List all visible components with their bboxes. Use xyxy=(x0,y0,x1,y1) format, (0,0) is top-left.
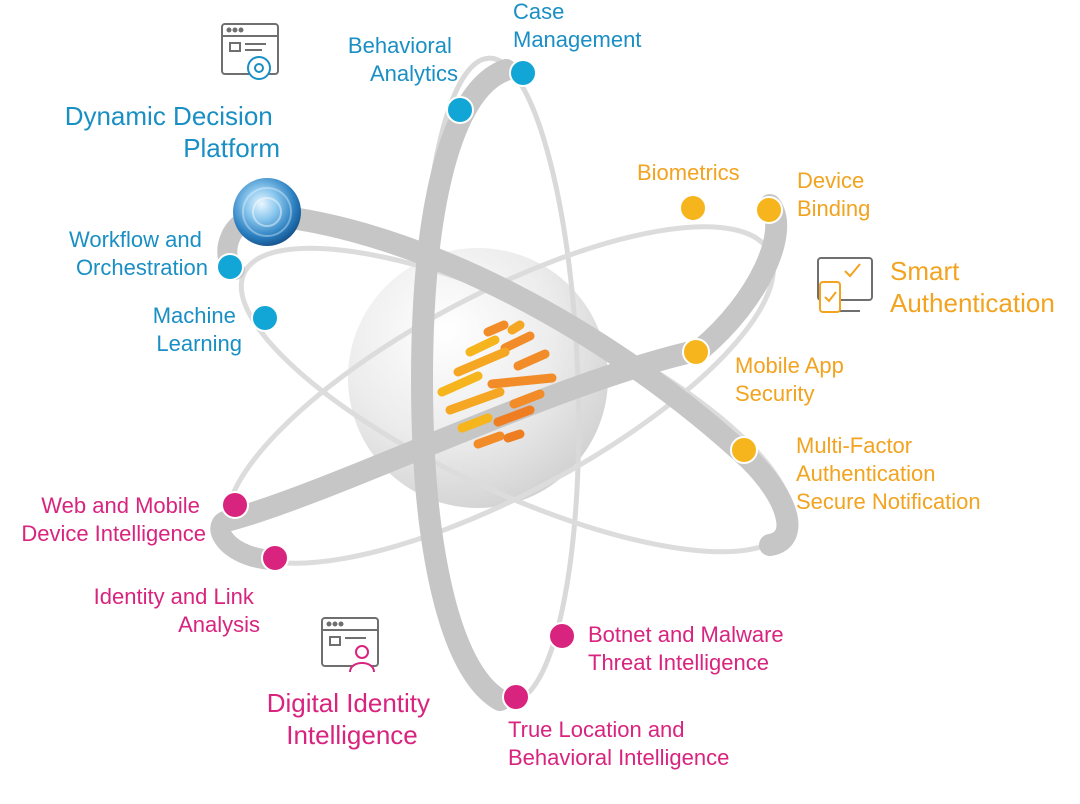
dot-biometrics[interactable] xyxy=(679,194,707,222)
label-case-management: Case Management xyxy=(513,0,641,52)
label-mfa: Multi-Factor Authentication Secure Notif… xyxy=(796,433,981,514)
label-true-location: True Location and Behavioral Intelligenc… xyxy=(508,717,729,770)
platform-ball-ring-inner xyxy=(252,197,282,227)
label-botnet: Botnet and Malware Threat Intelligence xyxy=(588,622,790,675)
label-device-binding: Device Binding xyxy=(797,168,870,221)
orbit-orange-left xyxy=(210,510,280,570)
browser-user-icon xyxy=(321,617,379,673)
smart-auth-title: Smart Authentication xyxy=(890,256,1055,318)
label-biometrics: Biometrics xyxy=(637,160,740,185)
dot-mfa[interactable] xyxy=(730,436,758,464)
orbit-orange-front xyxy=(219,194,788,531)
label-web-mobile: Web and Mobile Device Intelligence xyxy=(21,493,206,546)
label-identity-link: Identity and Link Analysis xyxy=(94,584,260,637)
dot-workflow[interactable] xyxy=(216,253,244,281)
label-mobile-app-security: Mobile App Security xyxy=(735,353,850,406)
orbit-blue-front xyxy=(257,204,799,556)
label-machine-learning: Machine Learning xyxy=(153,303,242,356)
label-workflow: Workflow and Orchestration xyxy=(69,227,208,280)
decision-platform-title: Dynamic Decision Platform xyxy=(65,101,280,163)
company-logo xyxy=(437,320,557,449)
browser-gear-icon xyxy=(221,23,279,80)
dot-identity-link[interactable] xyxy=(261,544,289,572)
dot-machine-learning[interactable] xyxy=(251,304,279,332)
dot-mobile-app-security[interactable] xyxy=(682,338,710,366)
platform-ball xyxy=(233,178,301,246)
dot-true-location[interactable] xyxy=(502,683,530,711)
label-behavioral-analytics: Behavioral Analytics xyxy=(348,33,458,86)
monitor-phone-check-icon xyxy=(817,257,873,313)
digital-identity-title: Digital Identity Intelligence xyxy=(267,688,438,750)
dot-botnet[interactable] xyxy=(548,622,576,650)
dot-case-management[interactable] xyxy=(509,59,537,87)
feature-dots xyxy=(216,59,783,711)
dot-behavioral-analytics[interactable] xyxy=(446,96,474,124)
dot-web-mobile[interactable] xyxy=(221,491,249,519)
dot-device-binding[interactable] xyxy=(755,196,783,224)
platform-ball-ring xyxy=(242,187,292,237)
